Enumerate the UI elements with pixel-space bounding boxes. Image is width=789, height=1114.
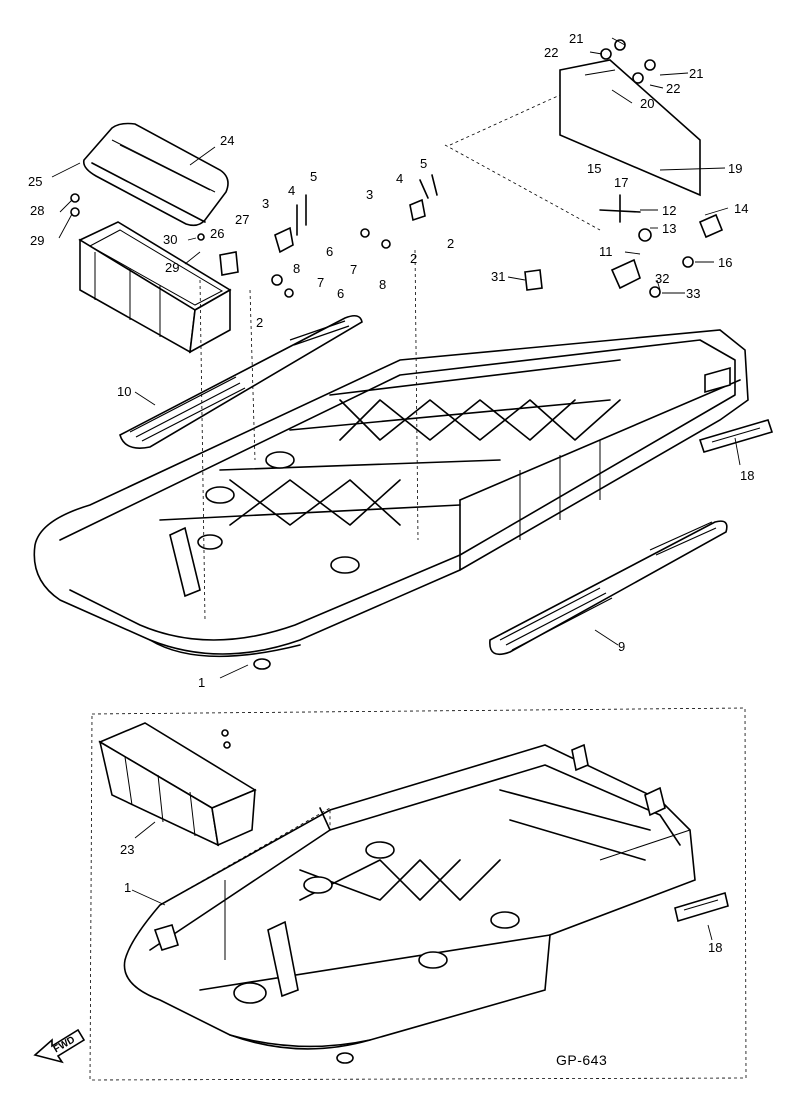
label-18: 18 xyxy=(740,468,754,483)
label-32: 32 xyxy=(655,271,669,286)
rear-flap xyxy=(449,59,701,197)
label-19: 19 xyxy=(728,161,742,176)
label-28: 28 xyxy=(30,203,44,218)
label-25: 25 xyxy=(28,174,42,189)
label-23: 23 xyxy=(120,842,134,857)
label-20: 20 xyxy=(640,96,654,111)
label-26: 26 xyxy=(210,226,224,241)
label-9: 9 xyxy=(618,639,625,654)
label-15: 15 xyxy=(587,161,601,176)
label-17: 17 xyxy=(614,175,628,190)
upper-assembly: 24 25 28 29 30 26 27 29 3 4 5 8 7 6 2 3 … xyxy=(28,31,774,690)
label-22b: 22 xyxy=(666,81,680,96)
lower-part-labels: 23 1 18 xyxy=(120,842,722,955)
label-14: 14 xyxy=(734,201,748,216)
label-2b: 2 xyxy=(447,236,454,251)
leader-lines-lower xyxy=(131,821,713,941)
drawing-code: GP-643 xyxy=(556,1052,607,1068)
label-1: 1 xyxy=(198,675,205,690)
label-22a: 22 xyxy=(544,45,558,60)
label-3a: 3 xyxy=(262,196,269,211)
label-8b: 8 xyxy=(379,277,386,292)
label-24: 24 xyxy=(220,133,234,148)
label-2c: 2 xyxy=(410,251,417,266)
leader-lines-upper xyxy=(51,37,741,679)
upper-part-labels: 24 25 28 29 30 26 27 29 3 4 5 8 7 6 2 3 … xyxy=(28,31,754,690)
label-16: 16 xyxy=(718,255,732,270)
label-2a: 2 xyxy=(256,315,263,330)
label-7b: 7 xyxy=(350,262,357,277)
hull-body-lower xyxy=(123,743,729,1064)
label-12: 12 xyxy=(662,203,676,218)
label-29: 29 xyxy=(30,233,44,248)
label-11: 11 xyxy=(599,244,613,259)
label-7a: 7 xyxy=(317,275,324,290)
footrest-left xyxy=(119,314,363,449)
label-21b: 21 xyxy=(689,66,703,81)
footrest-right xyxy=(489,520,728,656)
storage-box xyxy=(78,221,232,354)
label-27: 27 xyxy=(235,212,249,227)
label-33: 33 xyxy=(686,286,700,301)
label-4a: 4 xyxy=(288,183,295,198)
hull-body-upper xyxy=(33,329,774,670)
hardware-parts xyxy=(70,39,724,298)
fwd-arrow: FWD xyxy=(33,1028,86,1064)
label-18-lower: 18 xyxy=(708,940,722,955)
label-5b: 5 xyxy=(420,156,427,171)
label-5a: 5 xyxy=(310,169,317,184)
label-29b: 29 xyxy=(165,260,179,275)
label-31: 31 xyxy=(491,269,505,284)
label-13: 13 xyxy=(662,221,676,236)
label-1-lower: 1 xyxy=(124,880,131,895)
label-4b: 4 xyxy=(396,171,403,186)
lower-storage-box xyxy=(98,722,257,847)
label-8a: 8 xyxy=(293,261,300,276)
label-6a: 6 xyxy=(337,286,344,301)
label-3b: 3 xyxy=(366,187,373,202)
label-6b: 6 xyxy=(326,244,333,259)
lower-assembly: FWD 23 1 18 GP-643 xyxy=(33,707,747,1081)
label-30: 30 xyxy=(163,232,177,247)
label-10: 10 xyxy=(117,384,131,399)
label-21a: 21 xyxy=(569,31,583,46)
seat-cover xyxy=(82,122,229,227)
